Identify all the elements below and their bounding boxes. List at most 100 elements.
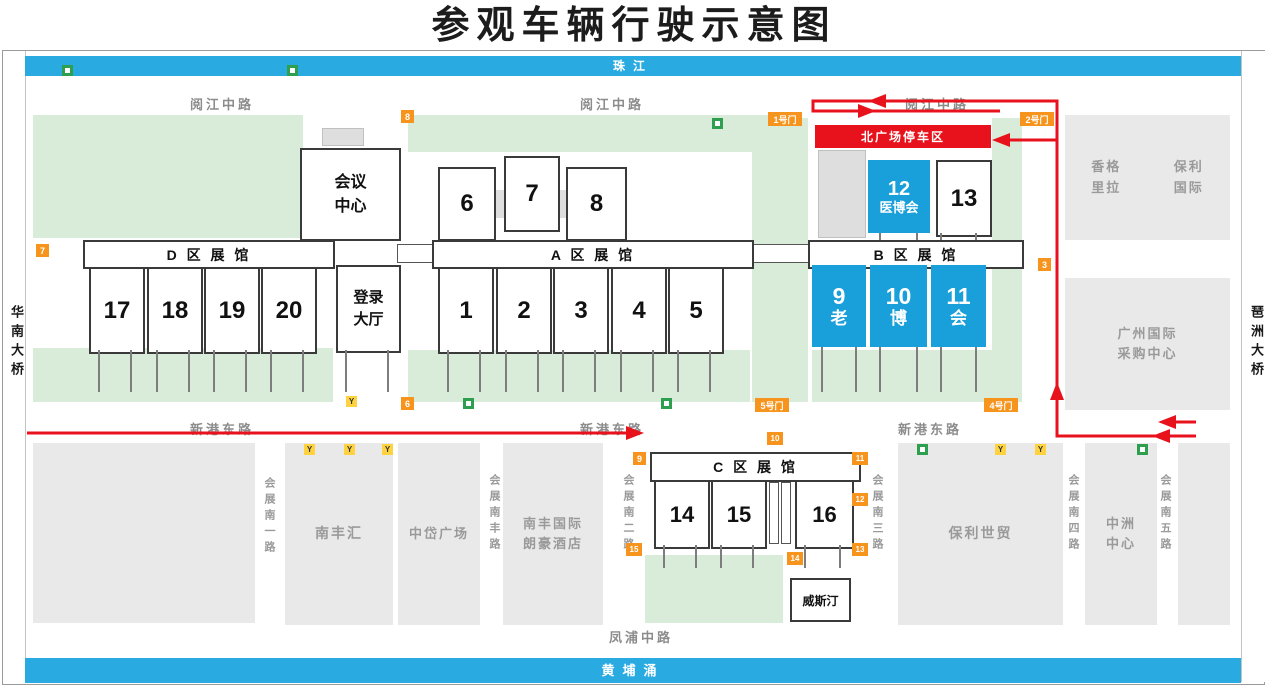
hall-9-number: 9 (832, 283, 846, 309)
gate-11: 11 (852, 452, 868, 465)
hall-6: 6 (438, 167, 496, 241)
gate-9: 9 (633, 452, 646, 465)
green-area (408, 350, 750, 402)
hall-3: 3 (553, 267, 609, 354)
block-nanfenghui: 南丰汇 (285, 443, 393, 625)
road-southfeng-label: 会展南丰路 (488, 474, 500, 554)
road-south3-label: 会展南三路 (871, 474, 883, 554)
road-south2-label: 会展南二路 (622, 474, 634, 554)
pearl-river-bar: 珠江 (25, 56, 1241, 76)
green-area (812, 350, 1022, 402)
hall-12-name: 医博会 (879, 199, 919, 215)
registration-hall: 登录大厅 (336, 265, 401, 353)
hall-12-number: 12 (887, 177, 911, 200)
metro-marker-icon (463, 398, 474, 409)
poly-wtc-label: 保利世贸 (948, 525, 1013, 542)
road-xingang-label: 新港东路 (579, 422, 644, 437)
shangrila-label: 香格里拉 (1091, 159, 1122, 195)
corridor-d-a (397, 244, 434, 263)
hall-4: 4 (611, 267, 667, 354)
gate-5: 5号门 (755, 398, 789, 412)
westin-hotel: 威斯汀 (790, 578, 851, 622)
hall-9-name: 老 (830, 309, 848, 329)
hall-18: 18 (147, 267, 203, 354)
road-yuejiang-label: 阅江中路 (579, 97, 644, 112)
huanan-bridge-strip (3, 51, 26, 682)
block-langham: 南丰国际朗豪酒店 (503, 443, 603, 625)
hall-2: 2 (496, 267, 552, 354)
gate-15: 15 (626, 543, 642, 556)
taxi-marker-icon: Y (1035, 444, 1046, 455)
zone-c-header: C 区 展 馆 (650, 452, 861, 482)
gate-service-building (818, 150, 866, 238)
hall-13: 13 (936, 160, 992, 237)
zhongzhou-label: 中洲中心 (1105, 515, 1136, 551)
corridor-a-b (752, 244, 810, 263)
page-title: 参观车辆行驶示意图 (431, 2, 837, 47)
block-shangrila-poly: 香格里拉 保利国际 (1065, 115, 1230, 240)
gate-6: 6 (401, 397, 414, 410)
gate-14: 14 (787, 552, 803, 565)
sourcing-center-label: 广州国际采购中心 (1117, 325, 1178, 361)
road-fengpu-label: 凤浦中路 (608, 630, 673, 645)
gate-8: 8 (401, 110, 414, 123)
conference-annex (322, 128, 364, 146)
road-south1-label: 会展南一路 (263, 477, 275, 557)
road-xingang-label: 新港东路 (897, 422, 962, 437)
hall-15: 15 (711, 480, 767, 549)
zone-d-header: D 区 展 馆 (83, 240, 335, 269)
gate-10: 10 (767, 432, 783, 445)
gate-13: 13 (852, 543, 868, 556)
hall-10-name: 博 (890, 309, 907, 329)
taxi-marker-icon: Y (344, 444, 355, 455)
taxi-marker-icon: Y (346, 396, 357, 407)
hall-19: 19 (204, 267, 260, 354)
hall-10-number: 10 (885, 283, 912, 309)
green-area (33, 115, 303, 238)
hall-connector (769, 482, 779, 544)
block-southwest (33, 443, 255, 623)
gate-1: 1号门 (768, 112, 802, 126)
green-area (645, 555, 783, 623)
poly-intl-label: 保利国际 (1173, 159, 1204, 195)
hall-1: 1 (438, 267, 494, 354)
huangpu-creek-bar: 黄埔涌 (25, 658, 1241, 683)
green-area (33, 348, 333, 402)
hall-20: 20 (261, 267, 317, 354)
metro-marker-icon (661, 398, 672, 409)
gate-12: 12 (852, 493, 868, 506)
gate-3: 3 (1038, 258, 1051, 271)
taxi-marker-icon: Y (304, 444, 315, 455)
hall-9: 9 老 (812, 265, 866, 347)
langham-label: 南丰国际朗豪酒店 (522, 515, 583, 551)
hall-17: 17 (89, 267, 145, 354)
road-yuejiang-label: 阅江中路 (904, 97, 969, 112)
gate-4: 4号门 (984, 398, 1018, 412)
metro-marker-icon (62, 65, 73, 76)
hall-11-name: 会 (950, 309, 967, 329)
block-southeast (1178, 443, 1230, 625)
hall-connector (781, 482, 791, 544)
pazhou-bridge-strip (1241, 51, 1265, 682)
nanfenghui-label: 南丰汇 (315, 525, 363, 542)
hall-8: 8 (566, 167, 627, 241)
green-area (408, 115, 770, 152)
block-poly-wtc: 保利世贸 (898, 443, 1063, 625)
metro-marker-icon (1137, 444, 1148, 455)
hall-16: 16 (795, 480, 854, 549)
hall-12: 12 医博会 (868, 160, 930, 233)
road-south4-label: 会展南四路 (1067, 474, 1079, 554)
gate-2: 2号门 (1020, 112, 1054, 126)
taxi-marker-icon: Y (995, 444, 1006, 455)
block-zhongdai: 中岱广场 (398, 443, 480, 625)
registration-hall-label: 登录大厅 (353, 288, 384, 329)
road-south5-label: 会展南五路 (1159, 474, 1171, 554)
block-zhongzhou: 中洲中心 (1085, 443, 1157, 625)
metro-marker-icon (917, 444, 928, 455)
taxi-marker-icon: Y (382, 444, 393, 455)
metro-marker-icon (712, 118, 723, 129)
road-yuejiang-label: 阅江中路 (189, 97, 254, 112)
huanan-bridge-label: 华南大桥 (9, 305, 24, 381)
block-sourcing-center: 广州国际采购中心 (1065, 278, 1230, 410)
